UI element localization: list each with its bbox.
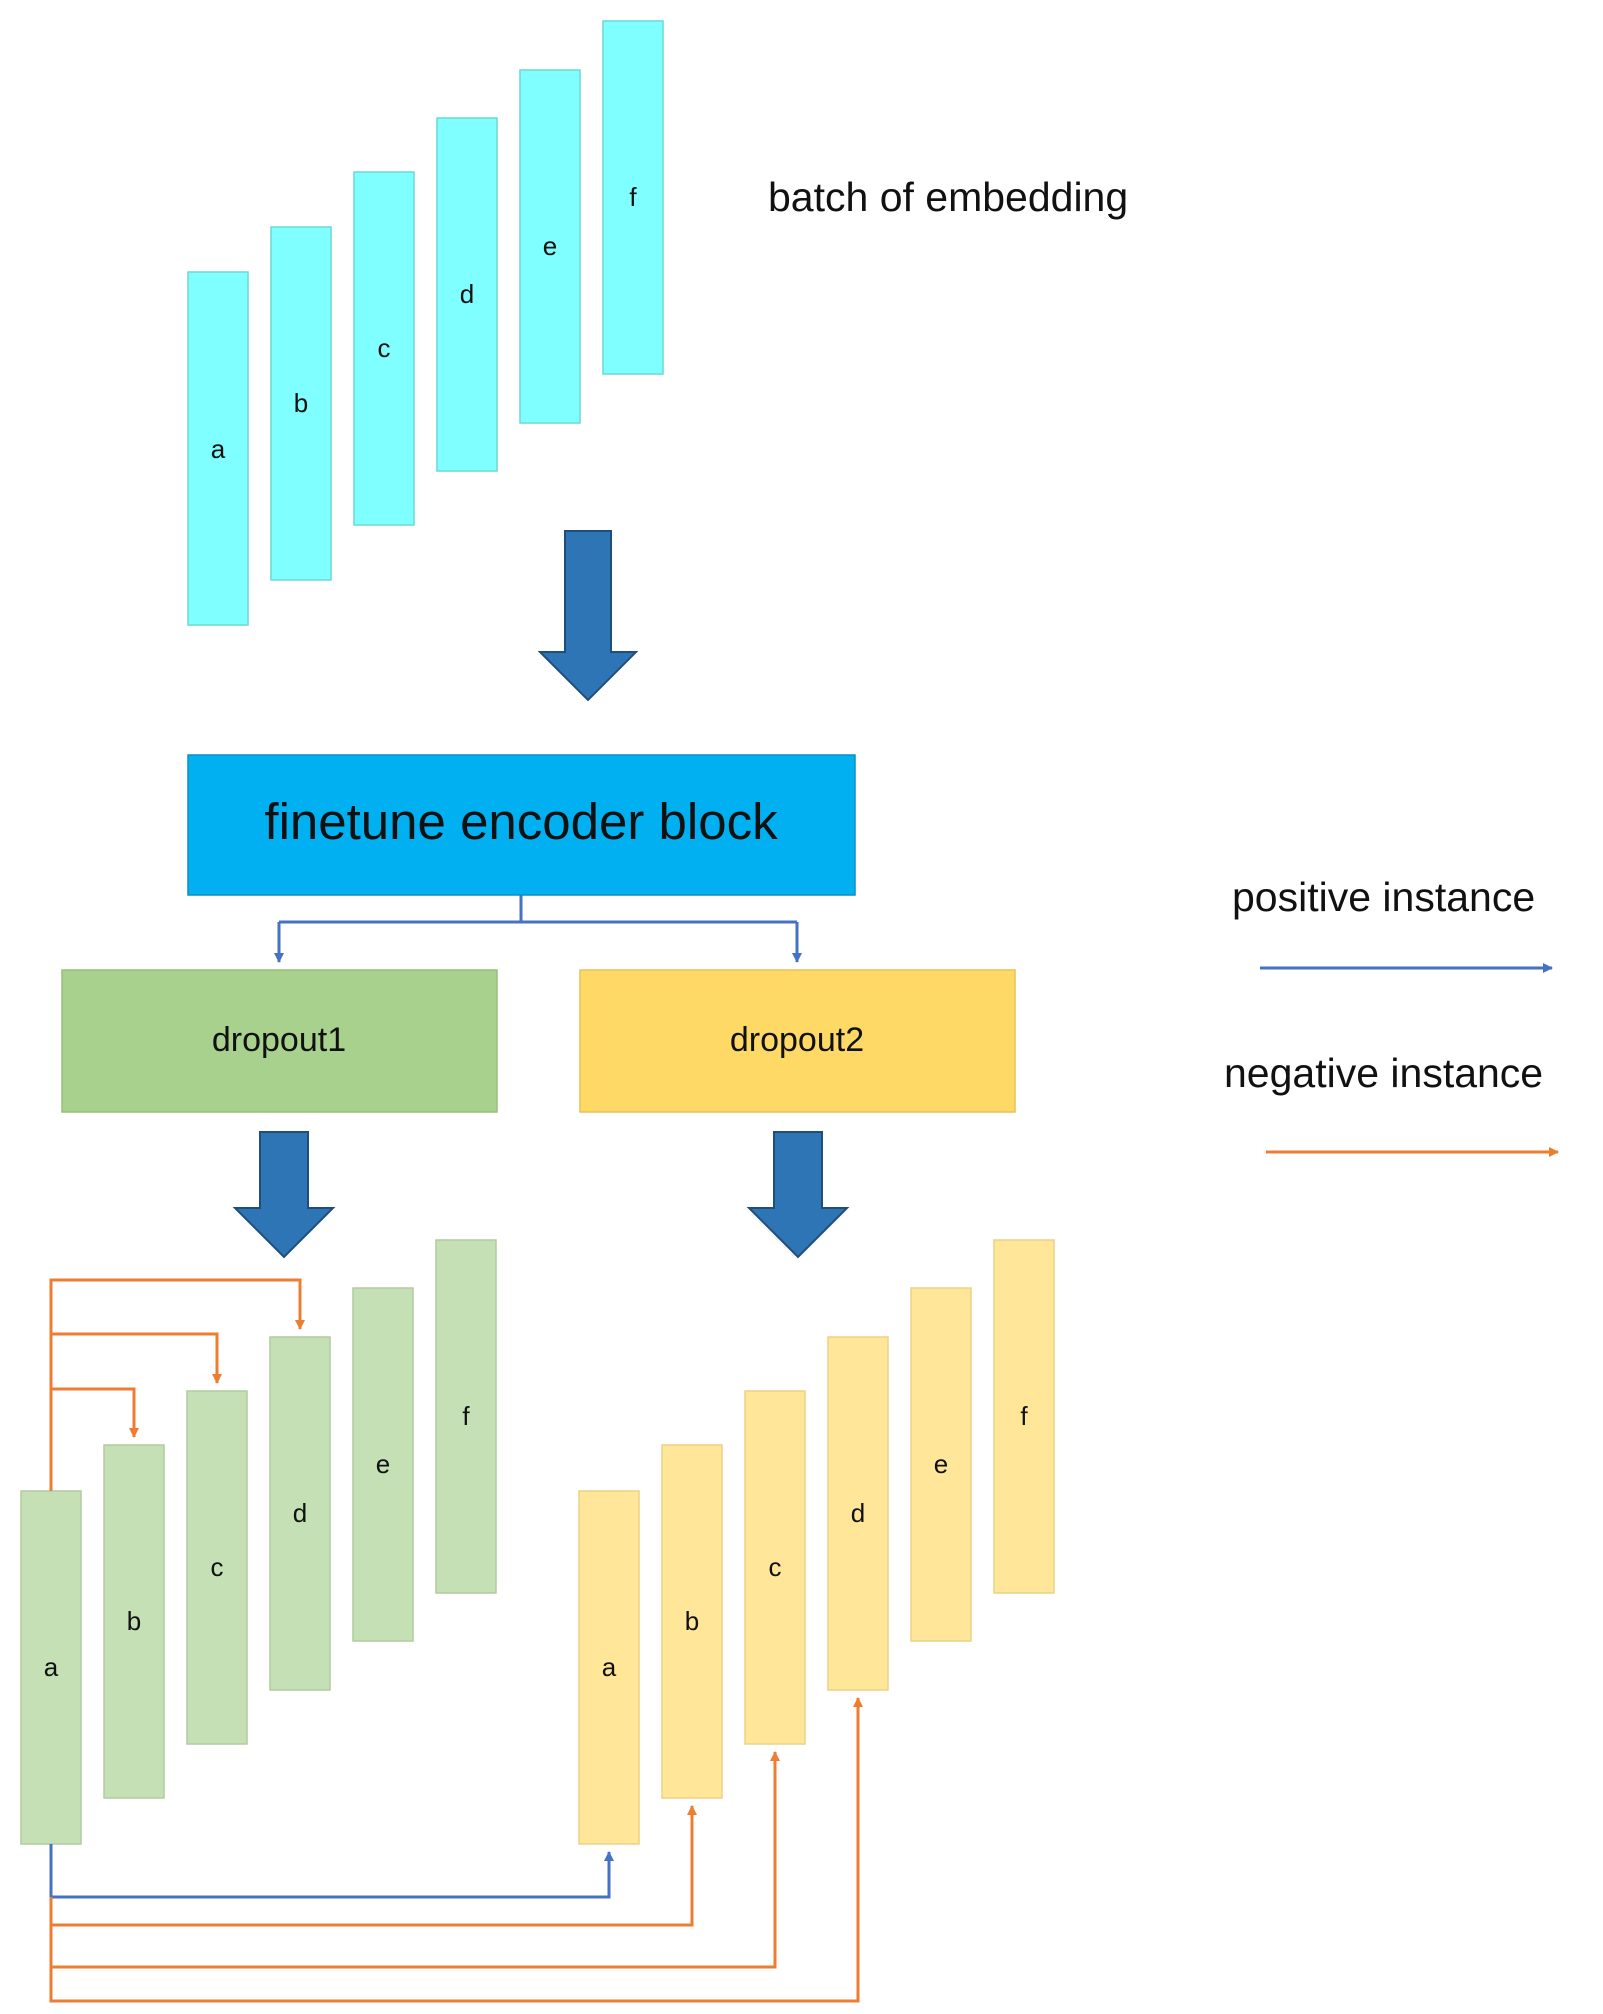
right-batch-bar-a xyxy=(578,1490,640,1845)
right-batch: a b c d e f xyxy=(578,1239,1055,1845)
negative-connector-a-to-left-b xyxy=(49,1387,139,1491)
encoder-split-connector xyxy=(274,895,802,963)
legend-positive-label: positive instance xyxy=(1232,874,1535,920)
left-batch-bar-b xyxy=(103,1444,165,1799)
left-batch-bar-e xyxy=(352,1287,414,1642)
right-batch-label-f: f xyxy=(1020,1401,1028,1431)
top-batch-bar-b xyxy=(270,226,332,581)
top-batch-label-d: d xyxy=(460,279,474,309)
negative-connector-a-to-right-c xyxy=(49,1751,780,1969)
left-batch-bar-c xyxy=(186,1390,248,1745)
left-batch-label-e: e xyxy=(376,1449,390,1479)
left-batch-bar-a xyxy=(20,1490,82,1845)
left-batch-label-c: c xyxy=(211,1552,224,1582)
right-batch-label-a: a xyxy=(602,1652,617,1682)
right-batch-bar-c xyxy=(744,1390,806,1745)
top-batch-bar-c xyxy=(353,171,415,526)
left-batch-label-d: d xyxy=(293,1498,307,1528)
negative-connector-a-to-right-b xyxy=(49,1805,697,1927)
left-batch-bar-d xyxy=(269,1336,331,1691)
legend: positive instance negative instance xyxy=(1224,874,1559,1157)
left-batch: a b c d e f xyxy=(20,1239,497,1845)
top-batch-label-a: a xyxy=(211,434,226,464)
left-batch-bar-f xyxy=(435,1239,497,1594)
batch-caption: batch of embedding xyxy=(768,174,1128,220)
positive-connector-a-to-a xyxy=(49,1844,614,1899)
negative-connector-a-to-right-d xyxy=(49,1697,863,2003)
top-batch-bar-f xyxy=(602,20,664,375)
right-batch-label-e: e xyxy=(934,1449,948,1479)
left-batch-label-f: f xyxy=(462,1401,470,1431)
top-batch-label-e: e xyxy=(543,231,557,261)
top-batch-label-c: c xyxy=(378,333,391,363)
dropout1-label: dropout1 xyxy=(212,1021,346,1059)
dropout2-box xyxy=(579,969,1016,1113)
dropout2-label: dropout2 xyxy=(730,1021,864,1059)
big-down-arrow-right xyxy=(746,1131,850,1259)
big-down-arrow-top xyxy=(537,530,639,702)
right-batch-bar-e xyxy=(910,1287,972,1642)
big-down-arrow-left xyxy=(232,1131,336,1259)
right-batch-bar-d xyxy=(827,1336,889,1691)
right-batch-label-d: d xyxy=(851,1498,865,1528)
right-batch-label-b: b xyxy=(685,1606,699,1636)
negative-connectors-bottom xyxy=(49,1697,863,2003)
negative-connectors-top xyxy=(49,1278,305,1491)
right-batch-label-c: c xyxy=(769,1552,782,1582)
top-batch-bar-a xyxy=(187,271,249,626)
legend-negative-label: negative instance xyxy=(1224,1050,1543,1096)
top-batch-bar-d xyxy=(436,117,498,472)
right-batch-bar-f xyxy=(993,1239,1055,1594)
negative-connector-a-to-left-c xyxy=(49,1332,222,1389)
top-batch: a b c d e f xyxy=(187,20,664,626)
top-batch-bar-e xyxy=(519,69,581,424)
left-batch-label-a: a xyxy=(44,1652,59,1682)
encoder-label: finetune encoder block xyxy=(264,793,778,850)
negative-connector-a-to-left-d xyxy=(49,1278,305,1334)
right-batch-bar-b xyxy=(661,1444,723,1799)
top-batch-label-b: b xyxy=(294,388,308,418)
top-batch-label-f: f xyxy=(629,182,637,212)
dropout1-box xyxy=(61,969,498,1113)
left-batch-label-b: b xyxy=(127,1606,141,1636)
